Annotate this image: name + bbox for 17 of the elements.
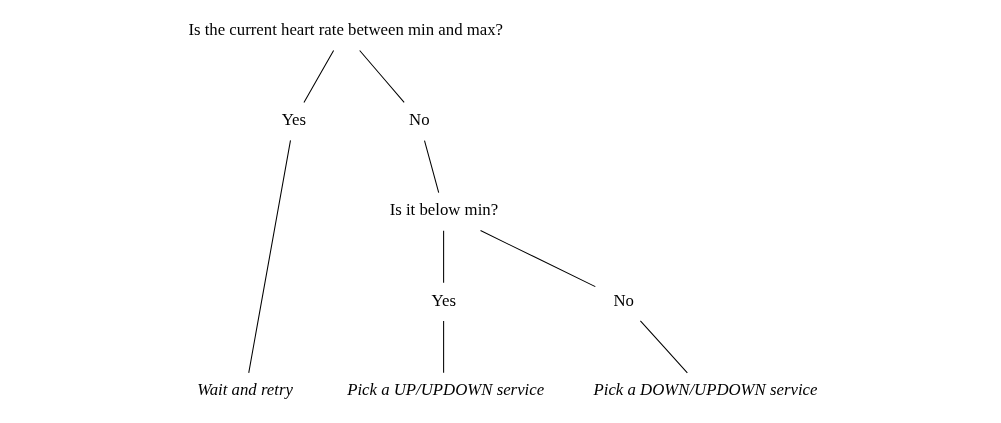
node-text: Pick a UP/UPDOWN service xyxy=(346,379,544,399)
node-text: Yes xyxy=(431,290,456,310)
node-text: No xyxy=(612,290,634,310)
node-text: Yes xyxy=(281,110,306,130)
connector xyxy=(302,49,334,103)
connector xyxy=(442,230,444,284)
node-text: Wait and retry xyxy=(196,379,293,399)
node-text: No xyxy=(408,110,430,130)
node-text: Is the current heart rate between min and max? xyxy=(187,20,503,40)
connector xyxy=(423,140,439,194)
node-text: Is it below min? xyxy=(389,200,498,220)
connector xyxy=(442,320,444,374)
connector xyxy=(247,139,291,374)
connector xyxy=(479,230,596,288)
node-text: Pick a DOWN/UPDOWN service xyxy=(593,379,817,399)
connector xyxy=(639,320,688,374)
connector xyxy=(358,49,405,103)
